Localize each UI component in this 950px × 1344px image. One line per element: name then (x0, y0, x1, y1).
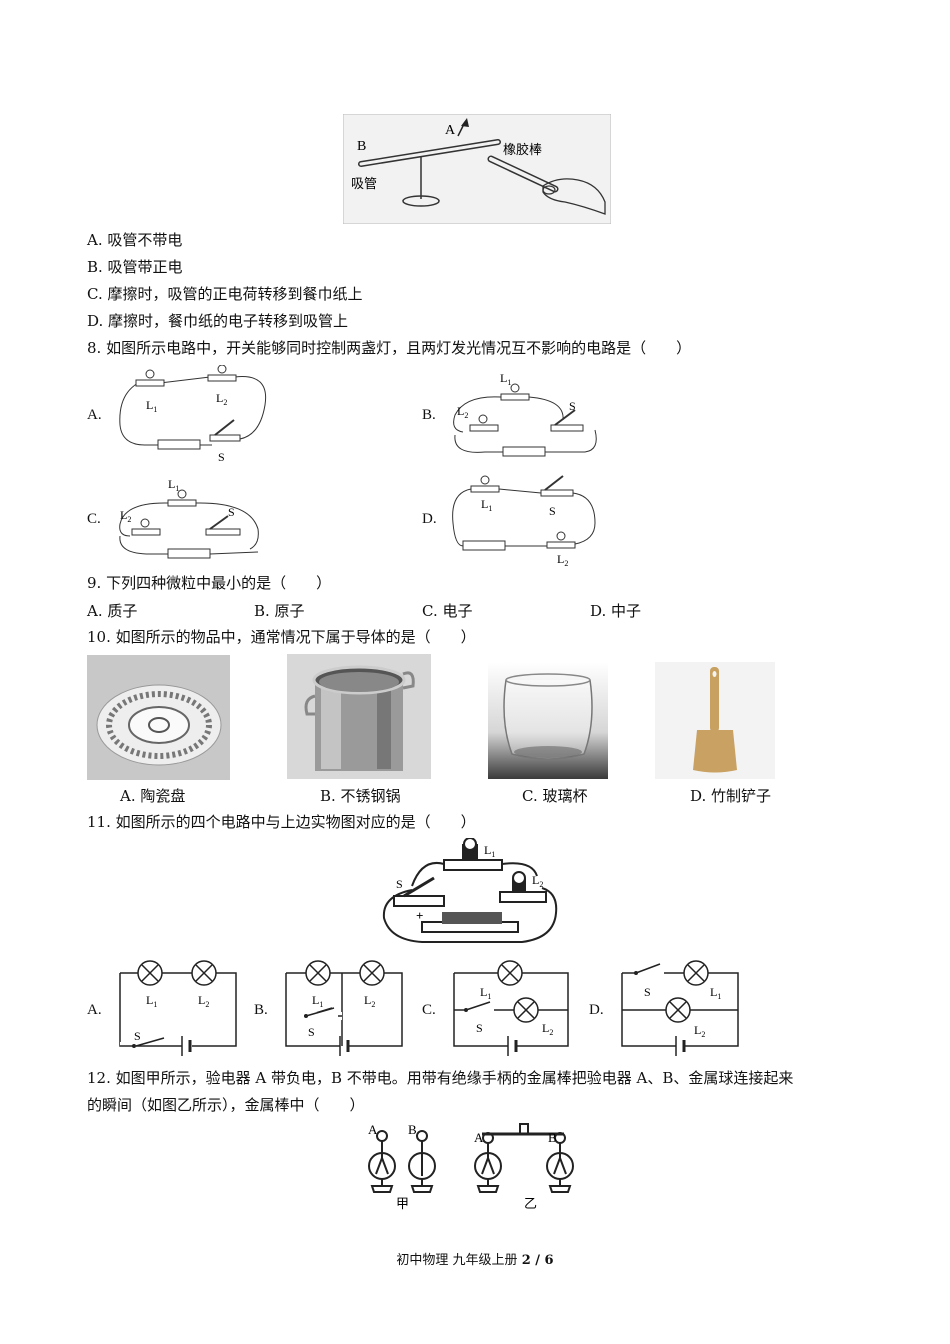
q8a-l1: L1 (146, 398, 157, 414)
q10-caption-c: C. 玻璃杯 (522, 787, 588, 805)
q8c-s: S (228, 505, 235, 519)
q8c-l1: L1 (168, 477, 179, 493)
q8a-l2: L2 (216, 391, 227, 407)
steel-pot-image (287, 654, 431, 779)
q8d-s: S (549, 504, 556, 518)
q7-option-b: B. 吸管带正电 (87, 258, 183, 276)
q11d-s: S (644, 985, 651, 999)
q8-label-b: B. (422, 407, 436, 423)
q8-circuit-a: L1 L2 S (110, 364, 280, 465)
q8b-l2: L2 (457, 404, 468, 420)
q11-schematic-d: S L1 L2 (614, 958, 744, 1058)
q8-stem: 8. 如图所示电路中，开关能够同时控制两盏灯，且两灯发光情况互不影响的电路是（ … (87, 339, 692, 357)
q10-caption-d: D. 竹制铲子 (690, 787, 772, 805)
q12-stem-line1: 12. 如图甲所示，验电器 A 带负电，B 不带电。用带有绝缘手柄的金属棒把验电… (87, 1069, 794, 1087)
label-a: A (445, 123, 456, 138)
label-rod: 橡胶棒 (503, 142, 542, 157)
glass-cup-image (488, 662, 608, 779)
footer-text: 初中物理 九年级上册 (396, 1253, 522, 1268)
bamboo-spatula-image (655, 662, 775, 779)
q8-label-c: C. (87, 511, 101, 527)
q8d-l1: L1 (481, 497, 492, 513)
q8d-l2: L2 (557, 552, 568, 568)
q7-option-a: A. 吸管不带电 (87, 231, 183, 249)
q11c-l2: L2 (542, 1021, 553, 1037)
q10-stem: 10. 如图所示的物品中，通常情况下属于导体的是（ ） (87, 628, 476, 646)
page-number: 2 / 6 (521, 1253, 554, 1268)
straw-rod-figure: B A 吸管 橡胶棒 (342, 113, 612, 225)
q11c-s: S (476, 1021, 483, 1035)
yi-label-b: B (548, 1130, 557, 1145)
q8a-s: S (218, 450, 225, 464)
q11b-l2: L2 (364, 993, 375, 1009)
q10-caption-b: B. 不锈钢锅 (320, 787, 401, 805)
q9-option-a: A. 质子 (87, 602, 138, 620)
q11d-l2: L2 (694, 1023, 705, 1039)
jia-label-a: A (368, 1122, 378, 1137)
q9-stem: 9. 下列四种微粒中最小的是（ ） (87, 574, 332, 592)
label-yi: 乙 (524, 1196, 537, 1211)
q7-option-d: D. 摩擦时，餐巾纸的电子转移到吸管上 (87, 312, 349, 330)
q11a-l1: L1 (146, 993, 157, 1009)
q8-circuit-b: L1 L2 S (445, 370, 605, 465)
q11b-s: S (308, 1025, 315, 1039)
q11-schematic-a: L1 L2 S (112, 958, 242, 1058)
q9-option-c: C. 电子 (422, 602, 473, 620)
ceramic-plate-image (87, 655, 230, 780)
yi-label-a: A (474, 1130, 484, 1145)
label-straw: 吸管 (351, 176, 377, 191)
label-b: B (357, 139, 366, 154)
q11c-l1: L1 (480, 985, 491, 1001)
q9-option-d: D. 中子 (590, 602, 642, 620)
q11-label-c: C. (422, 1002, 436, 1018)
q8-label-d: D. (422, 511, 437, 527)
q11-physical-circuit: L1 L2 S + (382, 837, 562, 950)
q11-label-a: A. (87, 1002, 102, 1018)
q11-phys-l2: L2 (532, 873, 543, 889)
electroscope-figure: A B A B 甲 乙 (364, 1120, 594, 1212)
q8-label-a: A. (87, 407, 102, 423)
q11-stem: 11. 如图所示的四个电路中与上边实物图对应的是（ ） (87, 813, 476, 831)
q11-schematic-b: L1 L2 S (278, 958, 408, 1058)
q11-label-d: D. (589, 1002, 604, 1018)
q12-stem-line2: 的瞬间（如图乙所示），金属棒中（ ） (87, 1096, 365, 1114)
q11-phys-s: S (396, 877, 403, 891)
label-jia: 甲 (396, 1196, 409, 1211)
q7-option-c: C. 摩擦时，吸管的正电荷转移到餐巾纸上 (87, 285, 363, 303)
q8-circuit-d: L1 S L2 (445, 468, 605, 568)
q8b-s: S (569, 399, 576, 413)
q8-circuit-c: L1 L2 S (110, 474, 270, 564)
jia-label-b: B (408, 1122, 417, 1137)
q11d-l1: L1 (710, 985, 721, 1001)
q10-caption-a: A. 陶瓷盘 (120, 787, 186, 805)
q8c-l2: L2 (120, 508, 131, 524)
page-footer: 初中物理 九年级上册 2 / 6 (0, 1249, 950, 1268)
q11-phys-plus: + (416, 908, 423, 923)
q11a-l2: L2 (198, 993, 209, 1009)
q9-option-b: B. 原子 (254, 602, 305, 620)
q11b-l1: L1 (312, 993, 323, 1009)
q11a-s: S (134, 1029, 141, 1043)
q8b-l1: L1 (500, 371, 511, 387)
q11-phys-l1: L1 (484, 843, 495, 859)
q11-label-b: B. (254, 1002, 268, 1018)
q11-schematic-c: L1 L2 S (446, 958, 576, 1058)
